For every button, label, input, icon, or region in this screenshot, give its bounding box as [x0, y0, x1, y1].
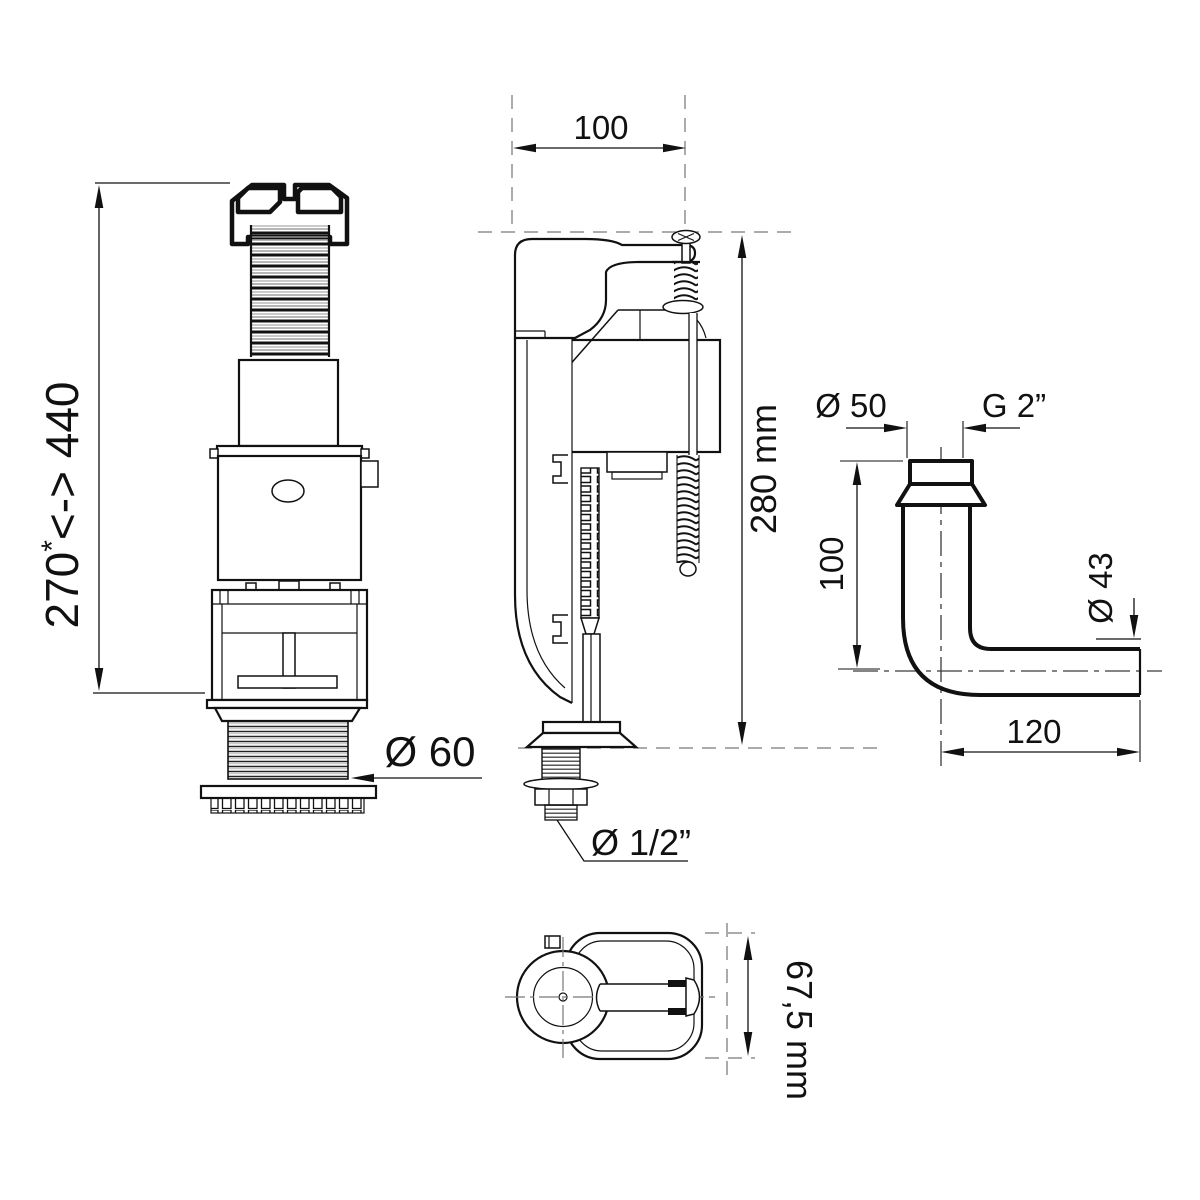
- fill-valve-adjustment-screw: [662, 229, 704, 315]
- fill-valve-head: [513, 237, 697, 340]
- flush-valve-height-dimension: 270*<-> 440: [36, 182, 230, 694]
- flush-valve-height-label: 270*<-> 440: [36, 381, 88, 628]
- fill-valve-shank: [523, 720, 639, 821]
- fill-valve-width-label: 100: [573, 109, 628, 146]
- fill-valve-inlet-thread: [541, 747, 581, 782]
- flush-valve-outlet-diameter-label: Ø 60: [384, 728, 475, 775]
- top-view-arm: [595, 977, 701, 1017]
- pipe-vertical-length-dimension: 100: [813, 460, 903, 670]
- pipe-outlet-diameter-dimension: Ø 43: [1082, 552, 1141, 640]
- pipe-horizontal-length-label: 120: [1006, 713, 1061, 750]
- pipe-outer-wall: [901, 503, 1140, 697]
- fill-valve-left-shell: [513, 338, 573, 704]
- fill-valve-top-view: 67,5 mm: [505, 923, 820, 1100]
- pipe-horizontal-length-dimension: 120: [941, 700, 1141, 762]
- top-view-tab: [544, 935, 561, 949]
- flush-valve-cage: [210, 588, 369, 702]
- pipe-inlet-fitting: [908, 459, 974, 486]
- flush-valve-view: 270*<-> 440: [36, 182, 482, 814]
- pipe-vertical-length-label: 100: [813, 536, 850, 591]
- flush-valve-button-left: [235, 185, 283, 215]
- pipe-inlet-diameter-dimension: Ø 50: [815, 387, 908, 458]
- fill-valve-width-dimension: 100: [513, 109, 686, 153]
- flush-valve-bottom-teeth: [210, 797, 365, 814]
- top-view-height-dimension: 67,5 mm: [705, 923, 820, 1100]
- pipe-inlet-diameter-label: Ø 50: [815, 387, 887, 424]
- flush-valve-outlet-thread: [227, 720, 349, 780]
- flush-valve-upper-body: [237, 358, 340, 448]
- fill-valve-lower-tube: [582, 633, 601, 723]
- fill-valve-upper-spring: [674, 263, 698, 303]
- fill-valve-clip-lower: [552, 614, 568, 644]
- pipe-flare: [895, 482, 987, 507]
- flush-valve-main-body: [216, 454, 379, 592]
- fill-valve-height-dimension: 280 mm: [737, 235, 784, 745]
- flush-valve-outlet-diameter-dimension: Ø 60: [351, 728, 482, 783]
- flush-valve-outlet: [199, 698, 378, 814]
- pipe-thread-dimension: G 2”: [962, 387, 1046, 458]
- fill-valve-nut: [534, 788, 588, 806]
- fill-valve-inlet-dimension: Ø 1/2”: [556, 819, 691, 863]
- fill-valve-height-label: 280 mm: [743, 404, 784, 534]
- fill-valve-main-spring: [677, 455, 699, 563]
- fill-valve-float-rod: [676, 313, 700, 577]
- pipe-thread-label: G 2”: [982, 387, 1046, 424]
- fill-valve-clip-upper: [552, 454, 568, 484]
- outlet-pipe-view: Ø 50 G 2” 100 Ø 43: [813, 387, 1162, 772]
- flush-valve-button-right: [295, 185, 344, 215]
- fill-valve-view: 100 280 mm: [478, 95, 885, 863]
- flush-valve-side-tab: [360, 460, 379, 488]
- pipe-outlet-diameter-label: Ø 43: [1082, 552, 1119, 624]
- pipe-inner-wall: [968, 503, 1140, 651]
- fill-valve-adjustment-rack: [579, 467, 601, 635]
- fill-valve-inlet-label: Ø 1/2”: [591, 822, 691, 863]
- flush-valve-telescopic-tube: [249, 225, 331, 357]
- flush-valve-body-oval: [271, 479, 305, 503]
- top-view-height-label: 67,5 mm: [779, 960, 820, 1100]
